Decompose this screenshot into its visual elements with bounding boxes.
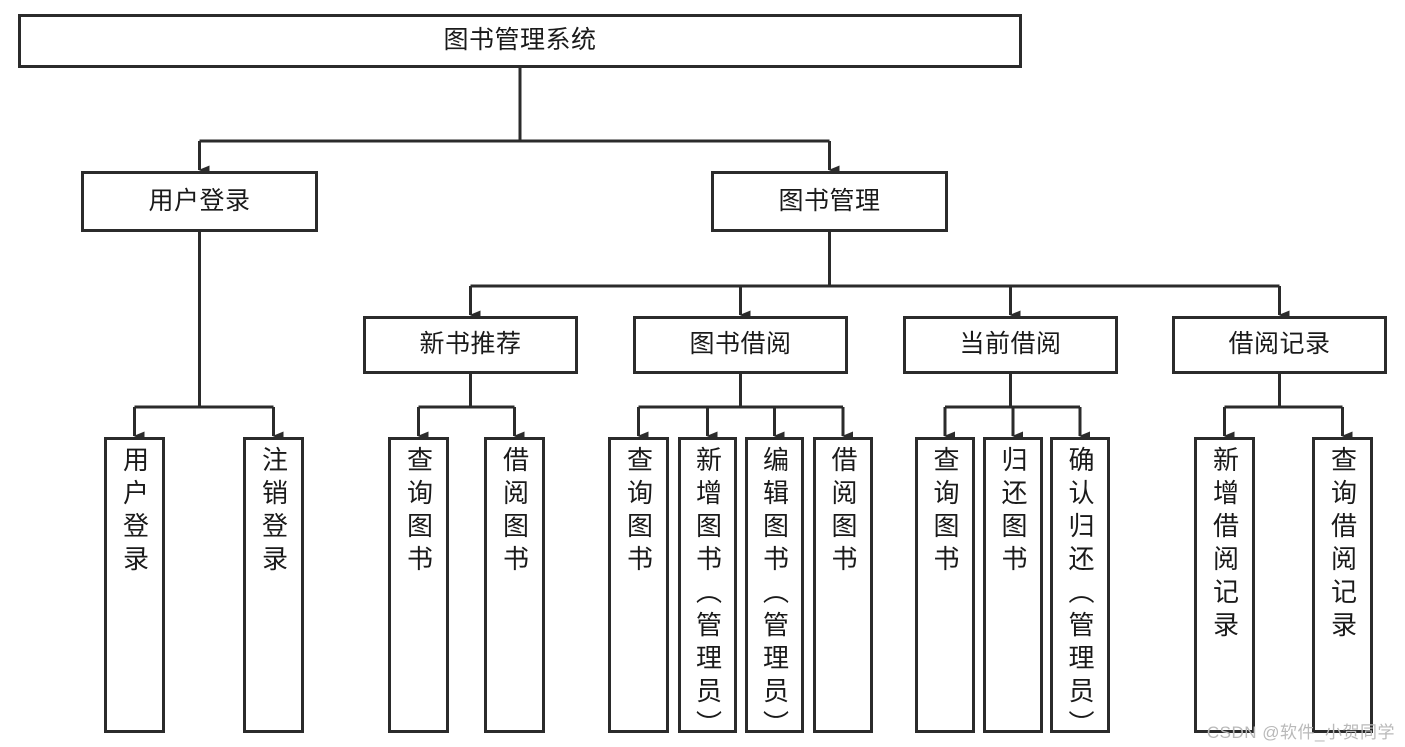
node-current-borrow-label: 当前借阅 (959, 330, 1062, 359)
node-leaf-query-book-cb-label: 查询图书 (930, 446, 960, 578)
node-borrow-record-label: 借阅记录 (1228, 330, 1331, 359)
node-leaf-edit-book-label: 编辑图书（管理员） (759, 446, 790, 743)
node-leaf-borrow-book-rec[interactable]: 借阅图书 (484, 437, 545, 733)
node-leaf-borrow-book-bb-label: 借阅图书 (828, 446, 858, 578)
node-book-borrow-label: 图书借阅 (689, 330, 792, 359)
node-leaf-return-book-label: 归还图书 (998, 446, 1028, 578)
watermark-text: CSDN @软件_小贺同学 (1206, 723, 1395, 742)
node-leaf-query-record-label: 查询借阅记录 (1327, 446, 1358, 644)
node-leaf-query-book-cb[interactable]: 查询图书 (915, 437, 975, 733)
node-root-label: 图书管理系统 (443, 26, 597, 55)
node-leaf-add-book-label: 新增图书（管理员） (692, 446, 723, 743)
node-leaf-borrow-book-rec-label: 借阅图书 (499, 446, 530, 578)
node-leaf-confirm-return[interactable]: 确认归还（管理员） (1050, 437, 1110, 743)
node-leaf-query-book-bb[interactable]: 查询图书 (608, 437, 669, 733)
node-leaf-borrow-book-bb[interactable]: 借阅图书 (813, 437, 873, 733)
node-leaf-query-record[interactable]: 查询借阅记录 (1312, 437, 1373, 733)
node-leaf-query-book-rec-label: 查询图书 (403, 446, 434, 578)
node-leaf-add-record-label: 新增借阅记录 (1209, 446, 1240, 644)
node-root[interactable]: 图书管理系统 (18, 14, 1022, 68)
node-leaf-logout-label: 注销登录 (258, 446, 289, 578)
node-book-borrow[interactable]: 图书借阅 (633, 316, 848, 374)
node-leaf-edit-book[interactable]: 编辑图书（管理员） (745, 437, 804, 743)
node-leaf-logout[interactable]: 注销登录 (243, 437, 304, 733)
node-leaf-query-book-rec[interactable]: 查询图书 (388, 437, 449, 733)
node-book-manage-label: 图书管理 (778, 186, 881, 215)
node-user-login-label: 用户登录 (148, 186, 251, 215)
node-user-login[interactable]: 用户登录 (81, 171, 318, 232)
node-leaf-user-login[interactable]: 用户登录 (104, 437, 165, 733)
node-new-book-recommend[interactable]: 新书推荐 (363, 316, 578, 374)
node-new-book-recommend-label: 新书推荐 (419, 330, 522, 359)
node-leaf-query-book-bb-label: 查询图书 (623, 446, 654, 578)
node-borrow-record[interactable]: 借阅记录 (1172, 316, 1387, 374)
node-leaf-user-login-label: 用户登录 (119, 446, 150, 578)
node-book-manage[interactable]: 图书管理 (711, 171, 948, 232)
node-current-borrow[interactable]: 当前借阅 (903, 316, 1118, 374)
node-leaf-confirm-return-label: 确认归还（管理员） (1065, 446, 1095, 743)
node-leaf-return-book[interactable]: 归还图书 (983, 437, 1043, 733)
node-leaf-add-record[interactable]: 新增借阅记录 (1194, 437, 1255, 733)
node-leaf-add-book[interactable]: 新增图书（管理员） (678, 437, 737, 743)
